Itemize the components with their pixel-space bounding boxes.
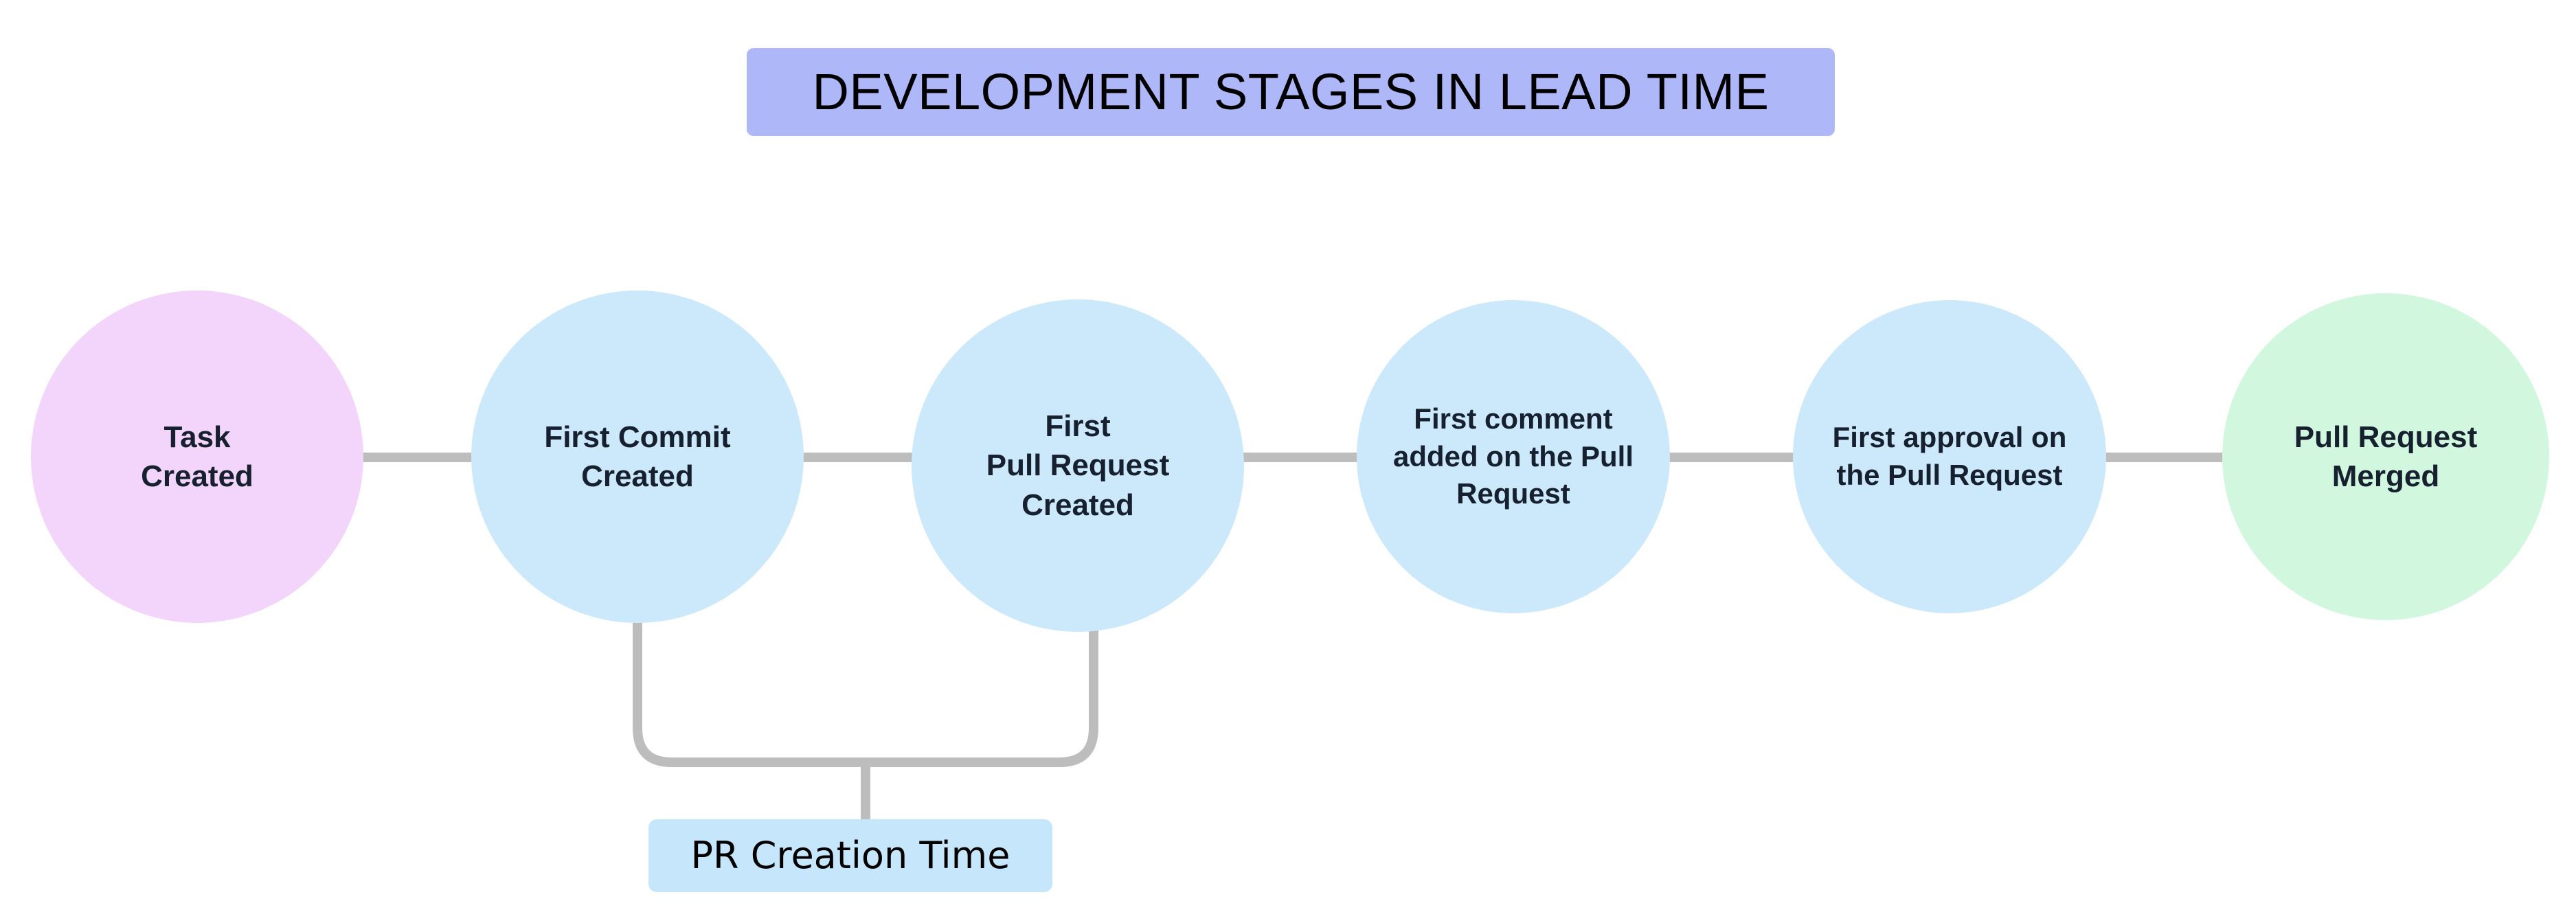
node-first-pull-request-created[interactable]: First Pull Request Created xyxy=(912,299,1244,632)
node-first-approval-on-pull-request[interactable]: First approval on the Pull Request xyxy=(1793,300,2106,613)
diagram-title-banner: DEVELOPMENT STAGES IN LEAD TIME xyxy=(747,48,1835,136)
node-first-commit-created[interactable]: First Commit Created xyxy=(471,290,804,623)
node-pull-request-merged[interactable]: Pull Request Merged xyxy=(2222,293,2549,620)
node-label-first-commit-created: First Commit Created xyxy=(544,420,731,493)
connector-comment-to-approval xyxy=(1663,453,1835,462)
node-label-first-approval-on-pull-request: First approval on the Pull Request xyxy=(1832,421,2067,491)
node-label-first-pull-request-created: First Pull Request Created xyxy=(986,409,1170,522)
annotation-label-pr-creation-time: PR Creation Time xyxy=(690,834,1010,877)
node-first-comment-on-pull-request[interactable]: First comment added on the Pull Request xyxy=(1357,300,1670,613)
node-task-created[interactable]: Task Created xyxy=(31,290,363,623)
pr-creation-time-bracket xyxy=(633,611,1098,823)
annotation-pr-creation-time[interactable]: PR Creation Time xyxy=(648,819,1052,892)
page-title: DEVELOPMENT STAGES IN LEAD TIME xyxy=(812,63,1770,120)
node-label-task-created: Task Created xyxy=(141,420,253,493)
connector-pr-to-comment xyxy=(1228,453,1399,462)
node-label-pull-request-merged: Pull Request Merged xyxy=(2294,420,2478,493)
node-label-first-comment-on-pull-request: First comment added on the Pull Request xyxy=(1392,402,1634,510)
